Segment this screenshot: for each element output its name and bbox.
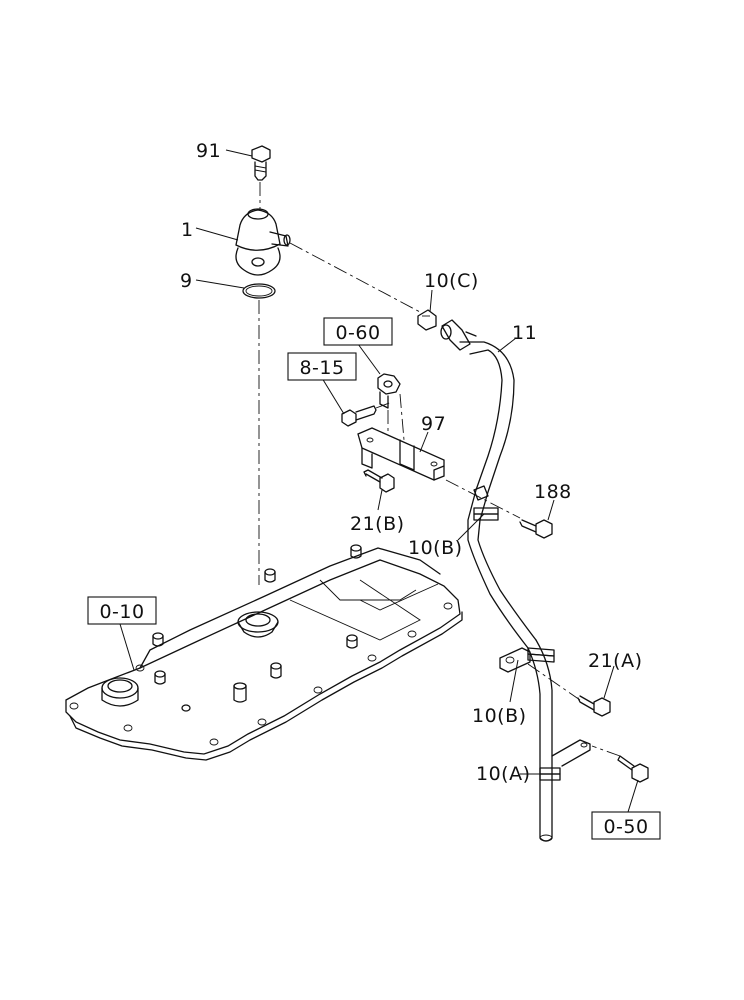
reference-8-15-text[interactable]: 8-15 [299, 357, 344, 379]
clip-0-60 [377, 373, 401, 409]
rocker-cover [65, 544, 463, 761]
label-10c: 10(C) [424, 270, 479, 292]
reference-0-60[interactable]: 0-60 [323, 317, 393, 346]
reference-8-15[interactable]: 8-15 [287, 352, 357, 381]
bracket-97 [357, 427, 445, 481]
label-11: 11 [512, 322, 537, 344]
label-21a: 21(A) [588, 650, 643, 672]
reference-0-50[interactable]: 0-50 [591, 811, 661, 840]
clamp-10b-upper [473, 485, 499, 521]
leader-lines [119, 149, 639, 813]
bolt-0-50 [617, 755, 649, 783]
reference-0-60-text[interactable]: 0-60 [335, 322, 380, 344]
bolt-188 [519, 519, 553, 539]
reference-0-50-text[interactable]: 0-50 [603, 816, 648, 838]
label-21b: 21(B) [350, 513, 405, 535]
label-10a: 10(A) [476, 763, 531, 785]
clamp-10a [539, 739, 591, 781]
breather-part-1 [235, 208, 291, 276]
label-97: 97 [421, 413, 446, 435]
breather-pipe-part-11 [440, 319, 553, 842]
clip-10c [417, 309, 437, 331]
label-1: 1 [181, 219, 194, 241]
bolt-21a [577, 695, 611, 717]
reference-0-10-text[interactable]: 0-10 [99, 601, 144, 623]
label-9: 9 [180, 270, 193, 292]
bolt-91 [251, 145, 271, 181]
reference-0-10[interactable]: 0-10 [87, 596, 157, 625]
label-10b-upper: 10(B) [408, 537, 463, 559]
label-10b-lower: 10(B) [472, 705, 527, 727]
bolt-8-15 [341, 405, 377, 427]
label-188: 188 [534, 481, 572, 503]
o-ring-part-9 [242, 283, 276, 299]
clamp-10b-lower [499, 647, 555, 673]
label-91: 91 [196, 140, 221, 162]
bolt-21b [363, 469, 395, 493]
